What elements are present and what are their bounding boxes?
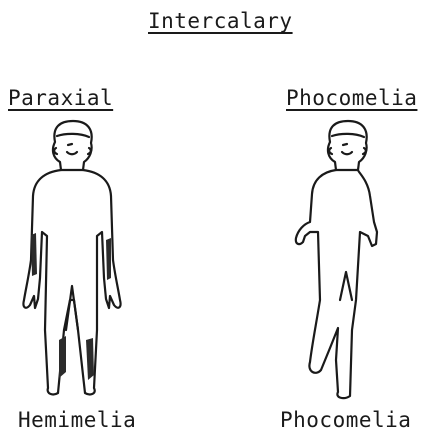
left-figure [23, 121, 120, 394]
shade-left-shin [59, 336, 66, 378]
hemimelia-caption: Hemimelia [18, 408, 136, 432]
phocomelia-caption: Phocomelia [280, 408, 411, 432]
left-hair [57, 134, 89, 137]
right-body [296, 170, 377, 398]
right-head [328, 121, 367, 170]
shade-left-forearm [31, 233, 37, 276]
right-figure [296, 121, 377, 398]
shade-right-shin [86, 338, 94, 380]
right-hair [332, 134, 364, 137]
shade-right-forearm [106, 238, 111, 280]
left-shading [31, 233, 111, 380]
left-body [23, 170, 120, 394]
left-head [53, 121, 92, 170]
